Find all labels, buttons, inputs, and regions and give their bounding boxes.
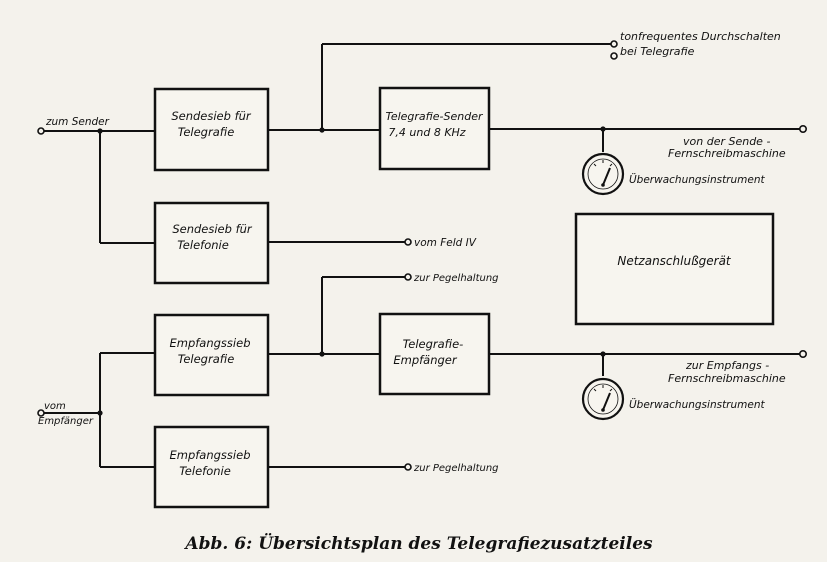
figure-caption: Abb. 6: Übersichtsplan des Telegrafiezus… [183,533,653,554]
label-empfangssieb-telegrafie-2: Telegrafie [178,352,235,366]
terminal-vom-feld [404,238,412,246]
label-sendesieb-telefonie-2: Telefonie [177,238,229,252]
label-vom-empfaenger-2: Empfänger [38,416,94,427]
meter-icon [581,377,625,421]
box-sendesieb-telefonie [153,201,270,285]
label-sendesieb-telegrafie-2: Telegrafie [178,125,235,139]
label-empfangs-fsm-1: zur Empfangs - [685,359,769,372]
terminal-sende-fsm [798,125,807,134]
label-sendesieb-telegrafie-1: Sendesieb für [171,109,252,123]
label-pegel-2: zur Pegelhaltung [413,463,499,474]
label-sendesieb-telefonie-1: Sendesieb für [172,222,253,236]
junction-dot [97,128,103,134]
box-netzanschluss [574,212,775,326]
junction-dot [319,127,325,133]
label-telegrafie-empfaenger-1: Telegrafie- [403,337,464,351]
label-telegrafie-sender-1: Telegrafie-Sender [385,110,484,123]
junction-dot [600,351,606,357]
label-pegel-1: zur Pegelhaltung [413,273,499,284]
label-telegrafie-empfaenger-2: Empfänger [393,353,458,367]
terminal-tonfrequent-1 [610,40,618,48]
label-empfangssieb-telefonie-2: Telefonie [179,464,231,478]
label-zum-sender: zum Sender [45,116,110,128]
junction-dot [97,410,103,416]
label-tonfrequent-2: bei Telegrafie [620,45,695,58]
label-vom-empfaenger-1: vom [44,401,66,412]
box-telegrafie-empfaenger [378,312,491,396]
box-telegrafie-sender [378,86,491,171]
junction-dot [600,126,606,132]
label-empfangssieb-telegrafie-1: Empfangssieb [169,336,250,350]
label-empfangssieb-telefonie-1: Empfangssieb [169,448,250,462]
box-empfangssieb-telegrafie [153,313,270,397]
label-meter-2: Überwachungsinstrument [629,398,765,411]
terminal-empfangs-fsm [798,349,807,358]
label-vom-feld: vom Feld IV [414,237,477,249]
terminal-tonfrequent-2 [610,52,618,60]
box-empfangssieb-telefonie [153,425,270,509]
label-sende-fsm-1: von der Sende - [683,135,770,148]
label-telegrafie-sender-2: 7,4 und 8 KHz [388,126,465,139]
label-tonfrequent-1: tonfrequentes Durchschalten [620,30,781,43]
terminal-pegel-1 [404,273,412,281]
label-sende-fsm-2: Fernschreibmaschine [668,147,786,160]
terminal-zum-sender [37,127,45,135]
label-empfangs-fsm-2: Fernschreibmaschine [668,372,786,385]
label-netzanschluss: Netzanschlußgerät [617,254,732,268]
box-sendesieb-telegrafie [153,87,270,172]
junction-dot [319,351,325,357]
meter-icon [581,152,625,196]
terminal-vom-empfaenger [37,409,45,417]
label-meter-1: Überwachungsinstrument [629,173,765,186]
terminal-pegel-2 [404,463,412,471]
